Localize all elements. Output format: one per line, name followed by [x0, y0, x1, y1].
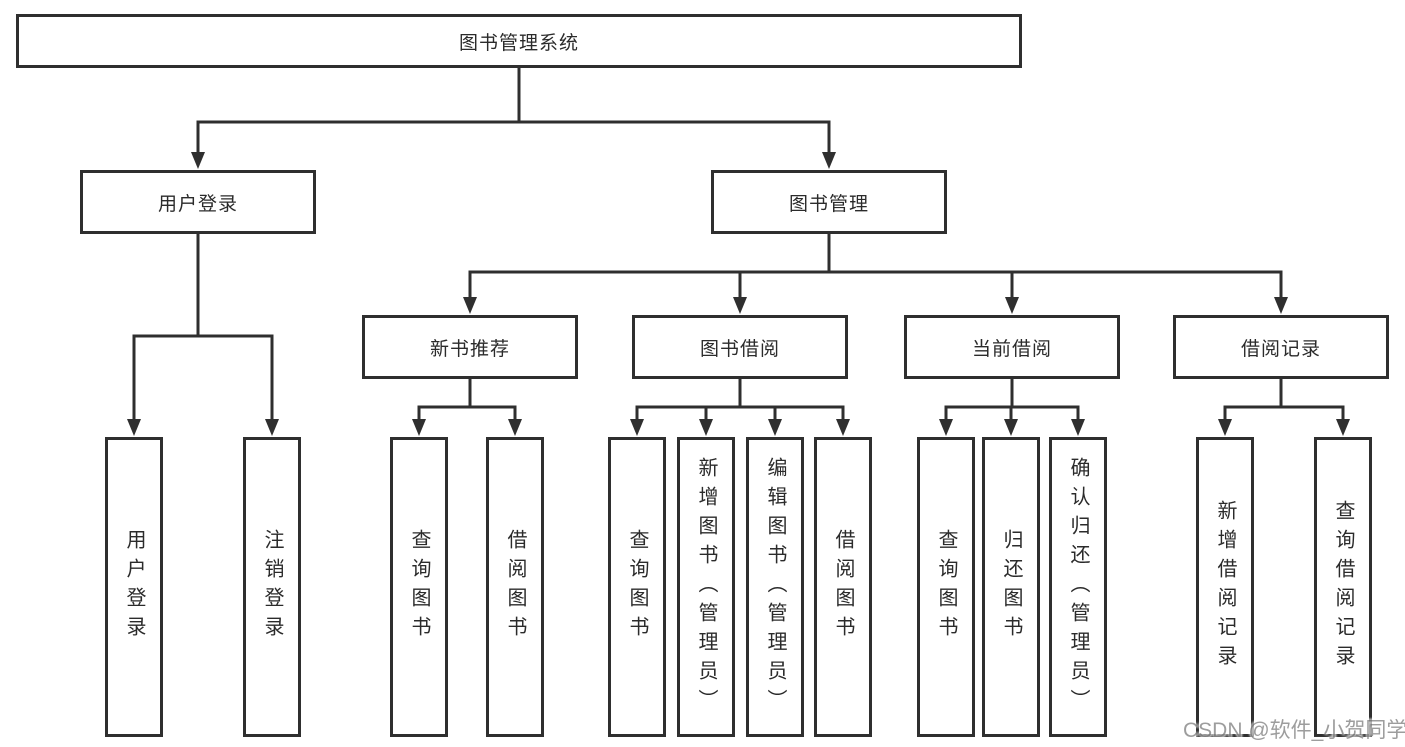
node-label: 图书管理系统: [458, 32, 579, 54]
node-edit-book-admin: 编辑图书（管理员）: [746, 437, 804, 737]
node-logout-action: 注销登录: [243, 437, 301, 737]
node-query-books-borrow: 查询图书: [608, 437, 666, 737]
node-current-borrowing: 当前借阅: [904, 315, 1120, 379]
node-label: 归还图书: [1000, 529, 1022, 645]
node-label: 用户登录: [123, 529, 145, 645]
node-add-borrow-record: 新增借阅记录: [1196, 437, 1254, 737]
node-add-book-admin: 新增图书（管理员）: [677, 437, 735, 737]
node-label: 查询图书: [408, 529, 430, 645]
node-book-management: 图书管理: [711, 170, 947, 234]
node-confirm-return-admin: 确认归还（管理员）: [1049, 437, 1107, 737]
node-label: 图书借阅: [699, 338, 780, 360]
node-label: 借阅图书: [832, 529, 854, 645]
node-query-books-recommend: 查询图书: [390, 437, 448, 737]
node-label: 确认归还（管理员）: [1067, 456, 1089, 718]
node-label: 查询图书: [935, 529, 957, 645]
csdn-watermark: CSDN @软件_小贺同学: [1183, 719, 1405, 742]
node-new-book-recommendation: 新书推荐: [362, 315, 578, 379]
node-query-borrow-record: 查询借阅记录: [1314, 437, 1372, 737]
node-library-management-system: 图书管理系统: [16, 14, 1022, 68]
node-label: 查询借阅记录: [1332, 500, 1354, 674]
node-label: 查询图书: [626, 529, 648, 645]
node-label: 新增借阅记录: [1214, 500, 1236, 674]
node-label: 新增图书（管理员）: [695, 456, 717, 718]
node-label: 注销登录: [261, 529, 283, 645]
node-label: 图书管理: [788, 193, 869, 215]
node-label: 新书推荐: [429, 338, 510, 360]
node-borrow-books-action: 借阅图书: [814, 437, 872, 737]
node-user-login-action: 用户登录: [105, 437, 163, 737]
node-label: 编辑图书（管理员）: [764, 456, 786, 718]
node-label: 当前借阅: [971, 338, 1052, 360]
node-book-borrowing: 图书借阅: [632, 315, 848, 379]
node-label: 借阅记录: [1240, 338, 1321, 360]
node-label: 借阅图书: [504, 529, 526, 645]
node-borrow-books-recommend: 借阅图书: [486, 437, 544, 737]
node-return-books: 归还图书: [982, 437, 1040, 737]
node-borrowing-records: 借阅记录: [1173, 315, 1389, 379]
node-user-login: 用户登录: [80, 170, 316, 234]
node-label: 用户登录: [157, 193, 238, 215]
node-query-books-current: 查询图书: [917, 437, 975, 737]
